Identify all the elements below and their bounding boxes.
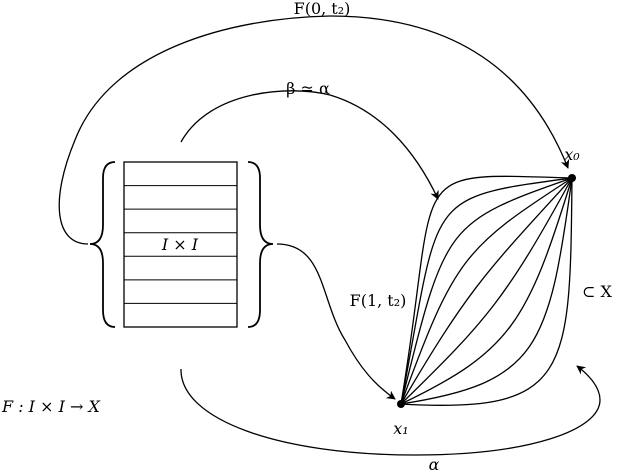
strip-lines xyxy=(124,185,237,304)
arrow-alpha xyxy=(180,365,601,456)
square-outline xyxy=(123,161,238,328)
label-f1t2: F(1, t₂) xyxy=(350,291,407,310)
unit-square xyxy=(123,161,238,328)
homotopy-path xyxy=(400,177,573,405)
arrow-f0t2 xyxy=(58,15,570,245)
label-ixi: I × I xyxy=(161,235,199,254)
label-beta-alpha: β ≃ α xyxy=(286,79,330,98)
arrow-f1t2 xyxy=(276,243,396,400)
label-x1: x₁ xyxy=(393,419,408,438)
homotopy-path xyxy=(400,177,573,405)
homotopy-path xyxy=(400,177,573,407)
arrow-beta-alpha xyxy=(180,90,439,200)
label-alpha: α xyxy=(429,455,440,472)
homotopy-path xyxy=(400,175,573,405)
homotopy-path xyxy=(400,177,573,405)
label-subset-x: ⊂ X xyxy=(582,282,612,301)
right-brace xyxy=(247,161,274,328)
point-x1 xyxy=(397,400,405,408)
homotopy-path xyxy=(400,177,573,405)
label-f0t2: F(0, t₂) xyxy=(294,0,351,18)
homotopy-path xyxy=(400,177,573,405)
left-brace xyxy=(89,161,116,328)
label-x0: x₀ xyxy=(564,145,580,164)
label-map: F : I × I → X xyxy=(1,397,100,416)
path-family xyxy=(400,175,573,407)
homotopy-path xyxy=(400,177,573,405)
point-x0 xyxy=(568,174,576,182)
homotopy-path xyxy=(400,177,573,405)
